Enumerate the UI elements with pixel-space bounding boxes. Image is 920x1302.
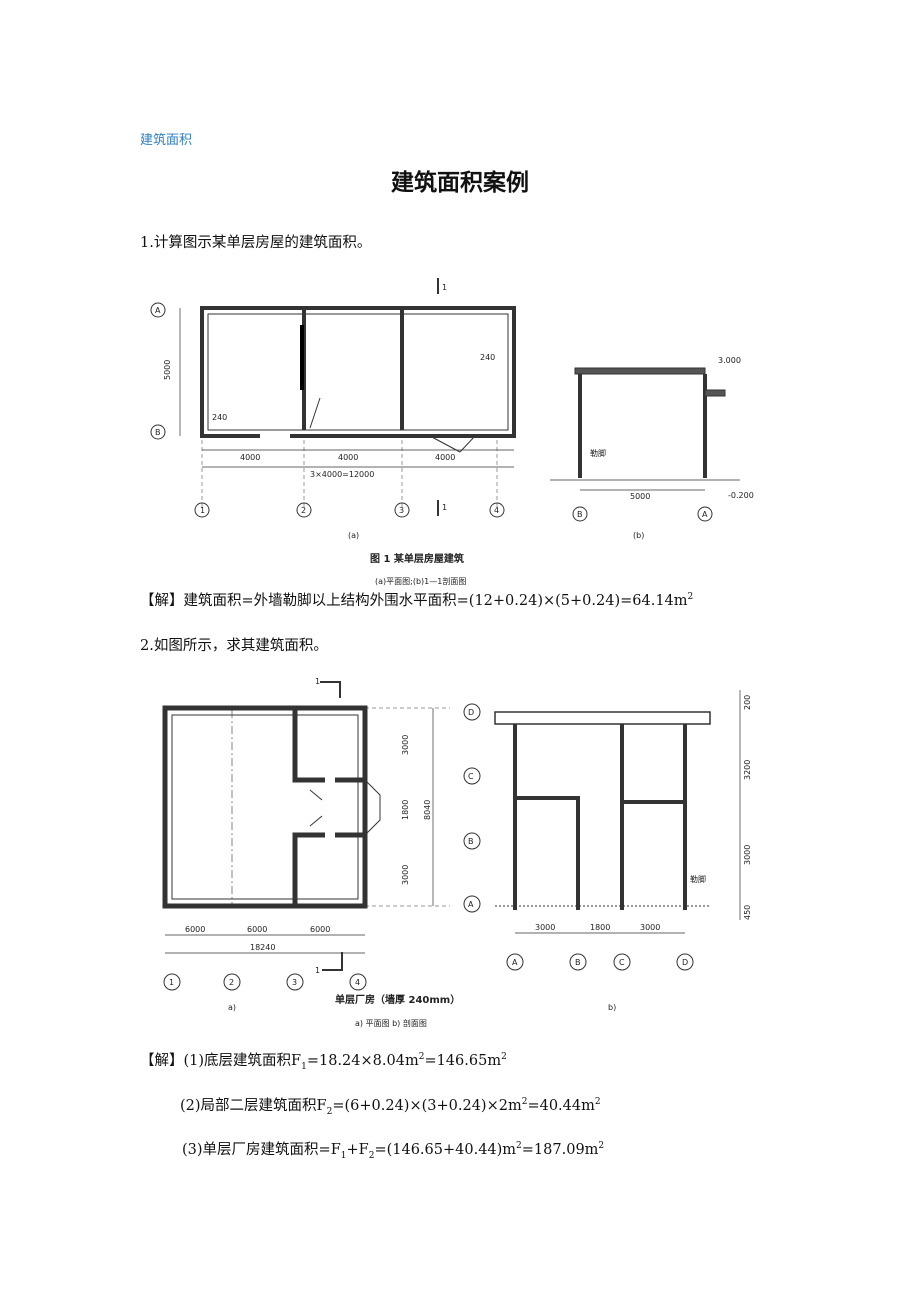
axis-label: 3 [292, 978, 297, 987]
axis-label: 1 [200, 506, 205, 515]
text: +F [346, 1142, 369, 1158]
text: 【解】(1)底层建筑面积F [140, 1053, 302, 1069]
dim-label: 1800 [401, 800, 410, 820]
axis-label: D [682, 958, 688, 967]
section-view [494, 690, 741, 971]
section-mark: 1 [442, 503, 447, 512]
dim-label: 240 [480, 353, 495, 362]
dim-label: 3000 [743, 845, 752, 865]
answer-text: 【解】建筑面积=外墙勒脚以上结构外围水平面积=(12+0.24)×(5+0.24… [140, 593, 688, 609]
figure-label: (a) [348, 531, 359, 540]
axis-label: A [468, 900, 474, 909]
dim-label: 4000 [338, 453, 358, 462]
elevation-label: -0.200 [728, 491, 754, 500]
axis-label: B [577, 510, 583, 519]
dim-label: 5000 [630, 492, 650, 501]
answer-2-line-1: 【解】(1)底层建筑面积F1=18.24×8.04m2=146.65m2 [140, 1049, 507, 1072]
answer-2-line-2: (2)局部二层建筑面积F2=(6+0.24)×(3+0.24)×2m2=40.4… [180, 1094, 601, 1117]
superscript: 2 [687, 592, 694, 603]
text: =(6+0.24)×(3+0.24)×2m [332, 1098, 522, 1114]
answer-2-line-3: (3)单层厂房建筑面积=F1+F2=(146.65+40.44)m2=187.0… [182, 1138, 604, 1161]
axis-label: 2 [301, 506, 306, 515]
axis-label: D [468, 708, 474, 717]
answer-1: 【解】建筑面积=外墙勒脚以上结构外围水平面积=(12+0.24)×(5+0.24… [140, 589, 693, 610]
dim-label: 6000 [247, 925, 267, 934]
dim-label: 3×4000=12000 [310, 470, 374, 479]
floor-plan [150, 278, 516, 518]
dim-label: 1800 [590, 923, 610, 932]
subscript: 1 [340, 1150, 347, 1161]
dim-label: 18240 [250, 943, 275, 952]
superscript: 2 [598, 1141, 605, 1152]
axis-label: A [155, 306, 161, 315]
dim-label: 3200 [743, 760, 752, 780]
dim-label: 3000 [401, 865, 410, 885]
axis-label: C [619, 958, 625, 967]
superscript: 2 [521, 1097, 528, 1108]
text: =(146.65+40.44)m [374, 1142, 517, 1158]
axis-label: B [468, 837, 474, 846]
dim-label: 450 [743, 905, 752, 920]
dim-label: 3000 [401, 735, 410, 755]
superscript: 2 [501, 1052, 507, 1063]
axis-label: 1 [169, 978, 174, 987]
header-link[interactable]: 建筑面积 [140, 133, 193, 148]
dim-label: 3000 [640, 923, 660, 932]
elevation-label: 3.000 [718, 356, 741, 365]
figure-1: 1 1 A B 5000 240 240 4000 4000 4000 3×40… [150, 278, 754, 586]
dim-label: 200 [743, 695, 752, 710]
axis-label: 4 [494, 506, 499, 515]
axis-label: B [575, 958, 581, 967]
axis-label: A [512, 958, 518, 967]
subscript: 1 [301, 1061, 307, 1072]
section-mark: 1 [315, 966, 320, 975]
plinth-label: 勒脚 [690, 874, 706, 884]
dim-label: 4000 [240, 453, 260, 462]
figure-label: b) [608, 1003, 616, 1012]
dim-label: 4000 [435, 453, 455, 462]
figure-subcaption: a) 平面图 b) 剖面图 [355, 1018, 427, 1028]
superscript: 2 [418, 1052, 425, 1063]
figure-2: 1 1 6000 6000 6000 18240 1 2 3 4 a) 3000… [162, 677, 752, 1028]
axis-label: C [468, 772, 474, 781]
text: =146.65m [424, 1053, 502, 1069]
dim-label: 240 [212, 413, 227, 422]
text: =187.09m [521, 1142, 599, 1158]
axis-label: A [702, 510, 708, 519]
figure-label: a) [228, 1003, 236, 1012]
text: (3)单层厂房建筑面积=F [182, 1142, 341, 1158]
superscript: 2 [516, 1141, 522, 1152]
section-mark: 1 [442, 283, 447, 292]
dim-label: 8040 [423, 800, 432, 820]
axis-label: 4 [355, 978, 360, 987]
figure-caption: 图 1 某单层房屋建筑 [370, 552, 464, 565]
text: (2)局部二层建筑面积F [180, 1098, 327, 1114]
superscript: 2 [594, 1097, 601, 1108]
section-view [550, 367, 740, 522]
question-2: 2.如图所示，求其建筑面积。 [140, 638, 328, 654]
axis-label: 2 [229, 978, 234, 987]
plinth-label: 勒脚 [590, 448, 606, 458]
page-title: 建筑面积案例 [391, 170, 529, 196]
figure-label: (b) [633, 531, 644, 540]
question-1: 1.计算图示某单层房屋的建筑面积。 [140, 235, 372, 251]
figure-subcaption: (a)平面图;(b)1—1剖面图 [375, 576, 466, 586]
text: =40.44m [527, 1098, 595, 1114]
floor-plan [162, 681, 481, 991]
dim-label: 3000 [535, 923, 555, 932]
axis-label: B [155, 428, 161, 437]
axis-label: 3 [399, 506, 404, 515]
text: =18.24×8.04m [306, 1053, 419, 1069]
dim-label: 6000 [185, 925, 205, 934]
subscript: 2 [368, 1150, 375, 1161]
section-mark: 1 [315, 677, 320, 686]
dim-label: 5000 [163, 360, 172, 380]
figure-caption: 单层厂房（墙厚 240mm） [335, 993, 460, 1006]
subscript: 2 [326, 1106, 333, 1117]
dim-label: 6000 [310, 925, 330, 934]
